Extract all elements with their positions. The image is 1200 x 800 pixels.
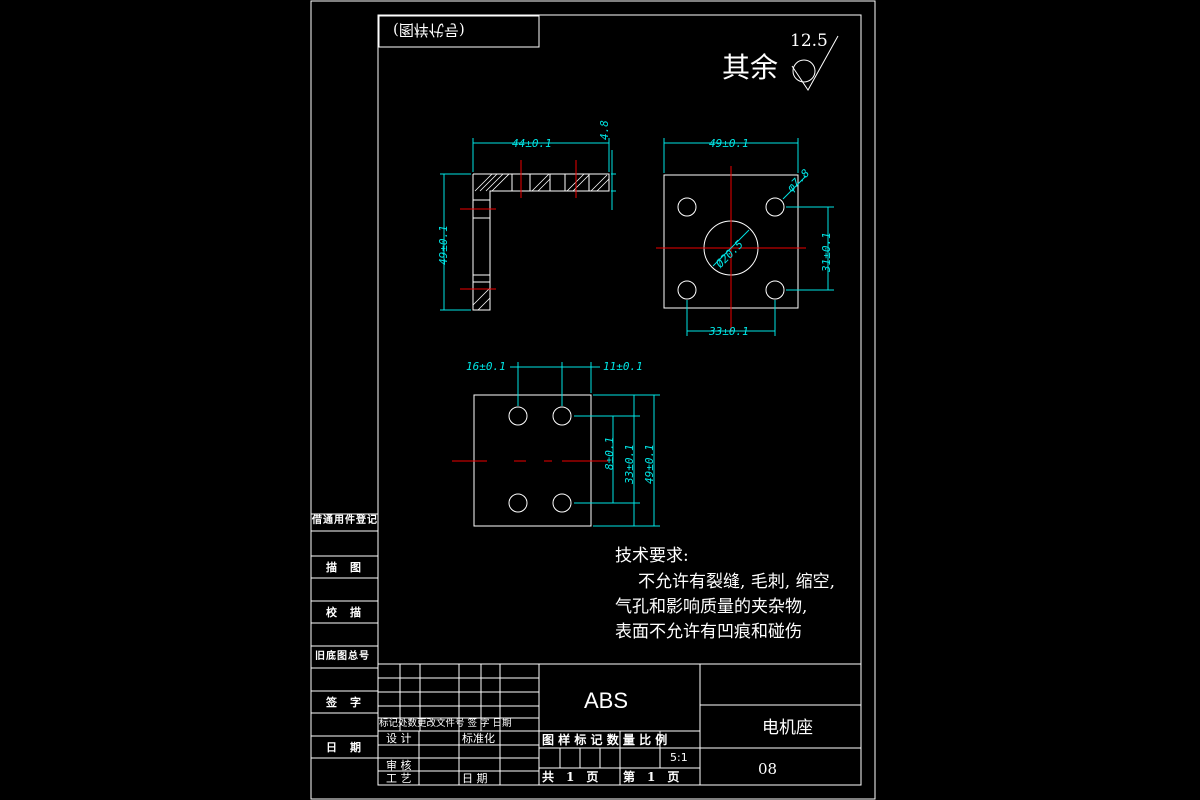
label-process: 工 艺 (386, 772, 412, 785)
roughness-symbol-icon (791, 35, 839, 91)
dim-right-width: 49±0.1 (709, 137, 749, 150)
dim-left-height: 49±0.1 (437, 225, 450, 265)
label-review: 审 核 (386, 759, 412, 772)
side-check: 校 描 (326, 606, 362, 619)
tech-req-line3: 表面不允许有凹痕和碰伤 (615, 622, 802, 642)
view-top (656, 138, 834, 336)
label-date: 日 期 (462, 772, 488, 785)
dim-top-width: 44±0.1 (512, 137, 552, 150)
material: ABS (584, 688, 629, 713)
label-standard: 标准化 (462, 732, 495, 745)
view-side (440, 138, 616, 311)
rev-header: 标记处数更改文件号 签 字 日期 (379, 718, 512, 729)
side-reg: 借通用件登记 (312, 515, 378, 526)
tech-req-line1: 不允许有裂缝, 毛刺, 缩空, (638, 572, 836, 592)
tech-req-line2: 气孔和影响质量的夹杂物, (615, 597, 808, 617)
code-box (378, 15, 540, 48)
part-name: 电机座 (762, 718, 813, 738)
side-sign: 签 字 (326, 696, 362, 709)
dim-bottom-v3: 49±0.1 (643, 444, 656, 484)
side-date: 日 期 (326, 741, 362, 754)
dim-bottom-left: 16±0.1 (466, 360, 506, 373)
dim-bottom-right: 11±0.1 (603, 360, 643, 373)
dim-bottom-v1: 8±0.1 (603, 436, 616, 470)
tech-req-title: 技术要求: (615, 546, 689, 566)
drawing-code: (图样代号) (393, 21, 465, 39)
dim-thickness: 4.8 (598, 120, 611, 140)
drawing-number: 08 (758, 760, 778, 778)
pages-total: 共 1 页 (542, 770, 599, 784)
side-draw: 描 图 (326, 561, 362, 574)
scale-value: 5:1 (670, 751, 688, 764)
side-old: 旧底图总号 (315, 651, 370, 662)
dim-right-bottom: 33±0.1 (709, 325, 749, 338)
pages-current: 第 1 页 (623, 770, 680, 784)
drawing-frame (310, 0, 876, 800)
view-plate (452, 362, 660, 527)
roughness-label: 其余 (722, 51, 779, 84)
dim-right-vertical: 31±0.1 (820, 232, 833, 272)
label-design: 设 计 (386, 732, 412, 745)
dim-bottom-v2: 33±0.1 (623, 444, 636, 484)
label-headers: 图 样 标 记 数 量 比 例 (542, 733, 668, 747)
roughness-value: 12.5 (790, 31, 828, 51)
